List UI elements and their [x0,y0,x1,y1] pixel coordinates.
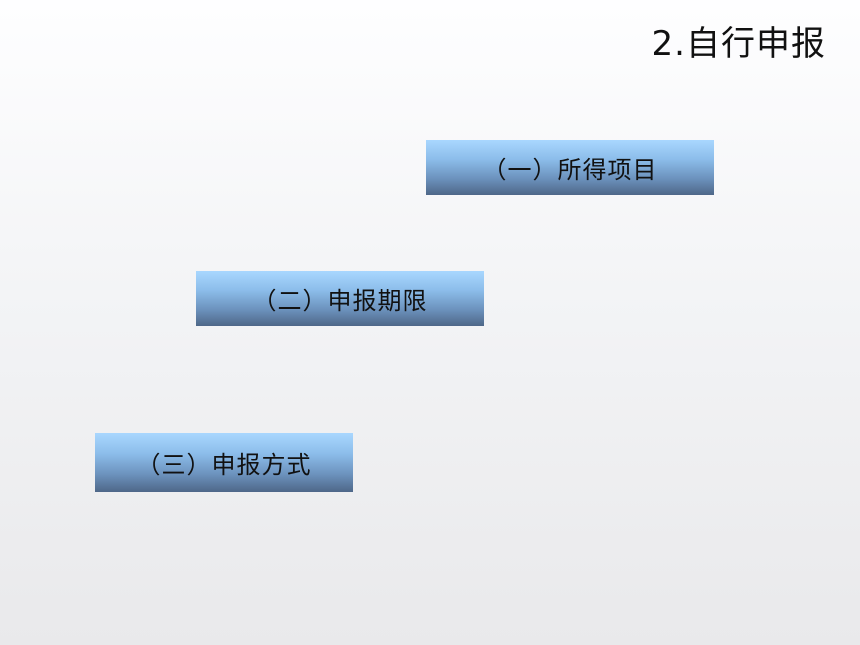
section-item-filing-deadline[interactable]: （二）申报期限 [196,271,484,326]
section-item-income-items[interactable]: （一）所得项目 [426,140,714,195]
section-label: （一）所得项目 [482,156,658,184]
section-label: （二）申报期限 [252,287,428,315]
slide-title: 2.自行申报 [651,24,826,64]
section-item-filing-method[interactable]: （三）申报方式 [95,433,353,492]
section-label: （三）申报方式 [136,451,312,479]
